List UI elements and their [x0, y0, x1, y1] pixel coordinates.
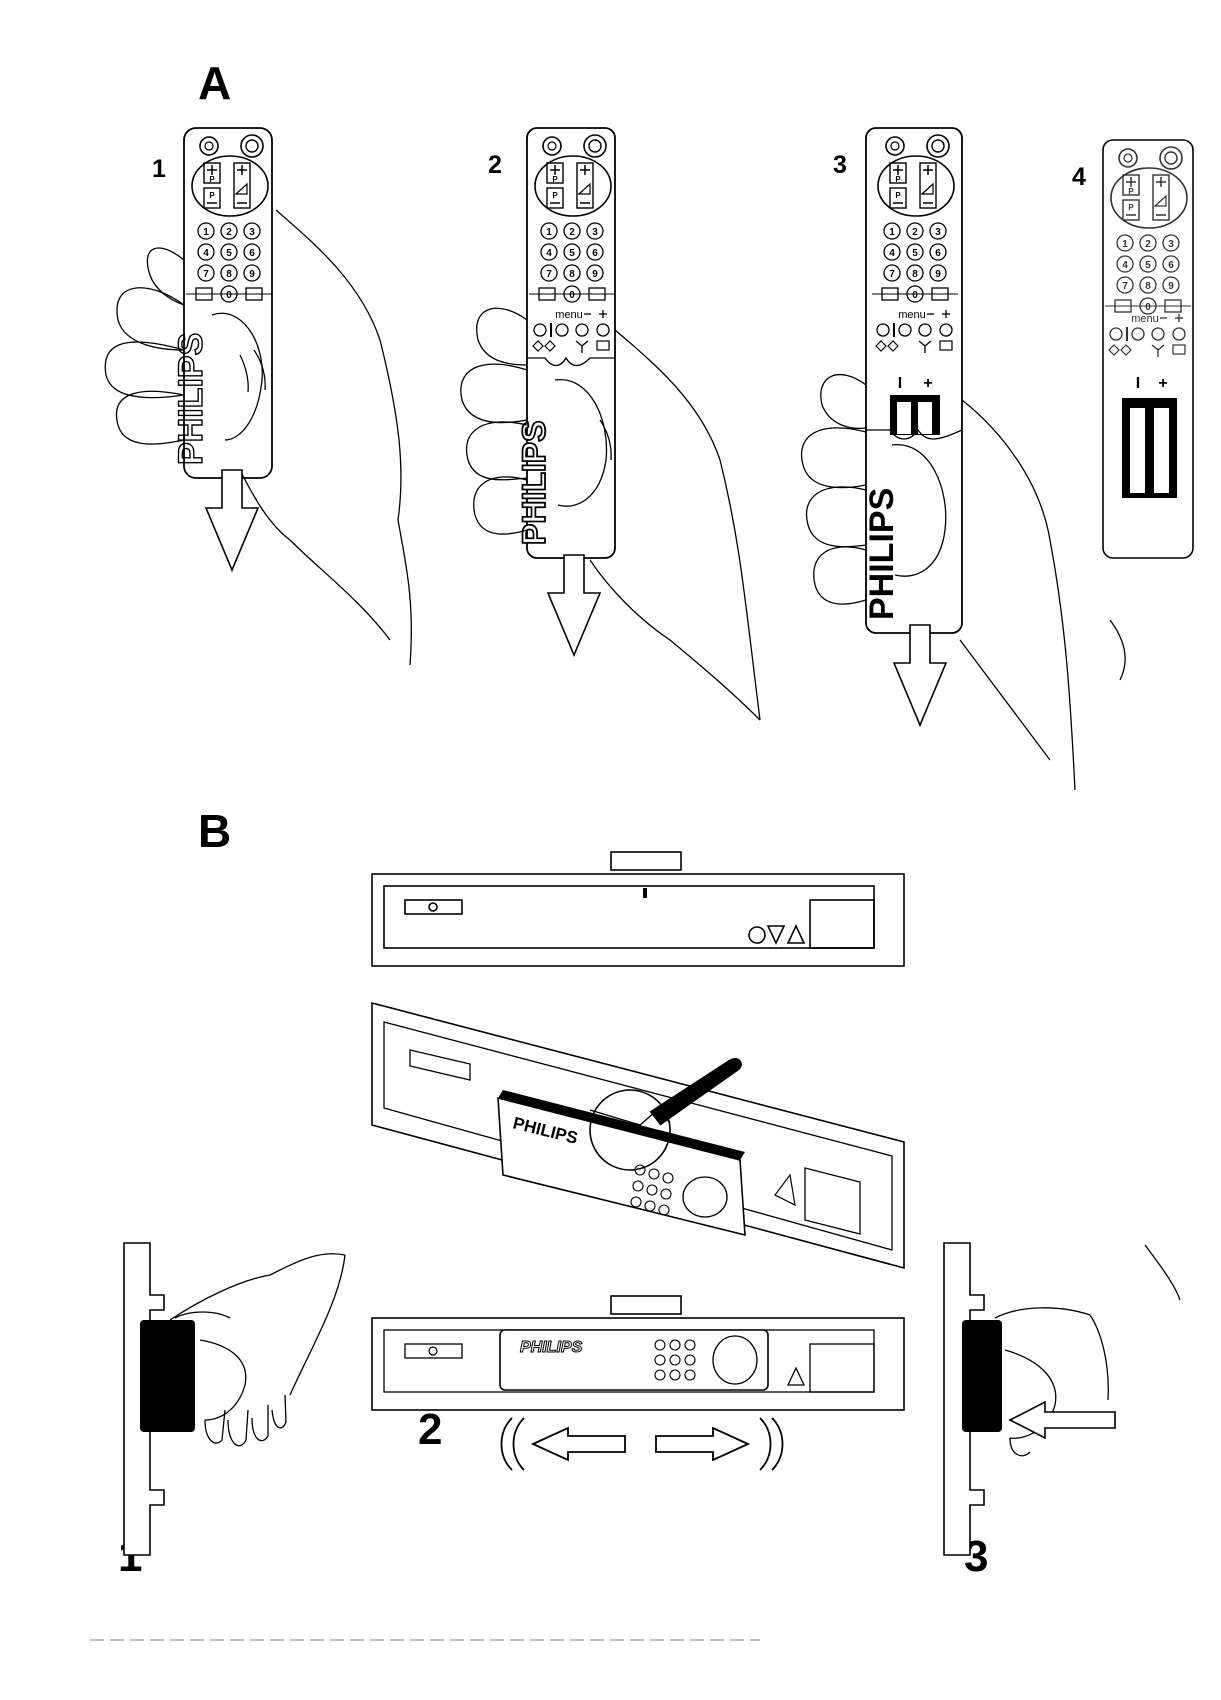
arrow-down-a3: [894, 625, 946, 725]
battery-plus-a4: +: [1158, 375, 1167, 392]
slide-arrows: [502, 1418, 783, 1470]
tv-panel-middle: PHILIPS: [372, 1003, 904, 1268]
remote-a2: PHILIPS: [516, 128, 615, 558]
arrow-down-a2: [548, 555, 600, 655]
battery-minus-a4: I: [1136, 375, 1140, 392]
tv-panel-bottom: PHILIPS: [372, 1296, 904, 1410]
brand-logo-a1: PHILIPS: [172, 333, 210, 465]
arrow-down-a1: [206, 470, 258, 570]
remote-a3: I + PHILIPS: [863, 128, 962, 633]
hand-a3: [802, 375, 1126, 790]
side-view-b3: [944, 1243, 1180, 1555]
brand-logo-a3: PHILIPS: [863, 488, 901, 620]
battery-minus-a3: I: [898, 375, 902, 392]
battery-plus-a3: +: [923, 375, 932, 392]
remote-a1: PHILIPS: [172, 128, 272, 478]
brand-logo-b-bottom: PHILIPS: [520, 1339, 583, 1356]
remote-a4: I +: [1103, 140, 1193, 558]
tv-panel-top: [372, 852, 904, 966]
brand-logo-a2: PHILIPS: [516, 421, 552, 545]
side-view-b1: [124, 1243, 345, 1555]
